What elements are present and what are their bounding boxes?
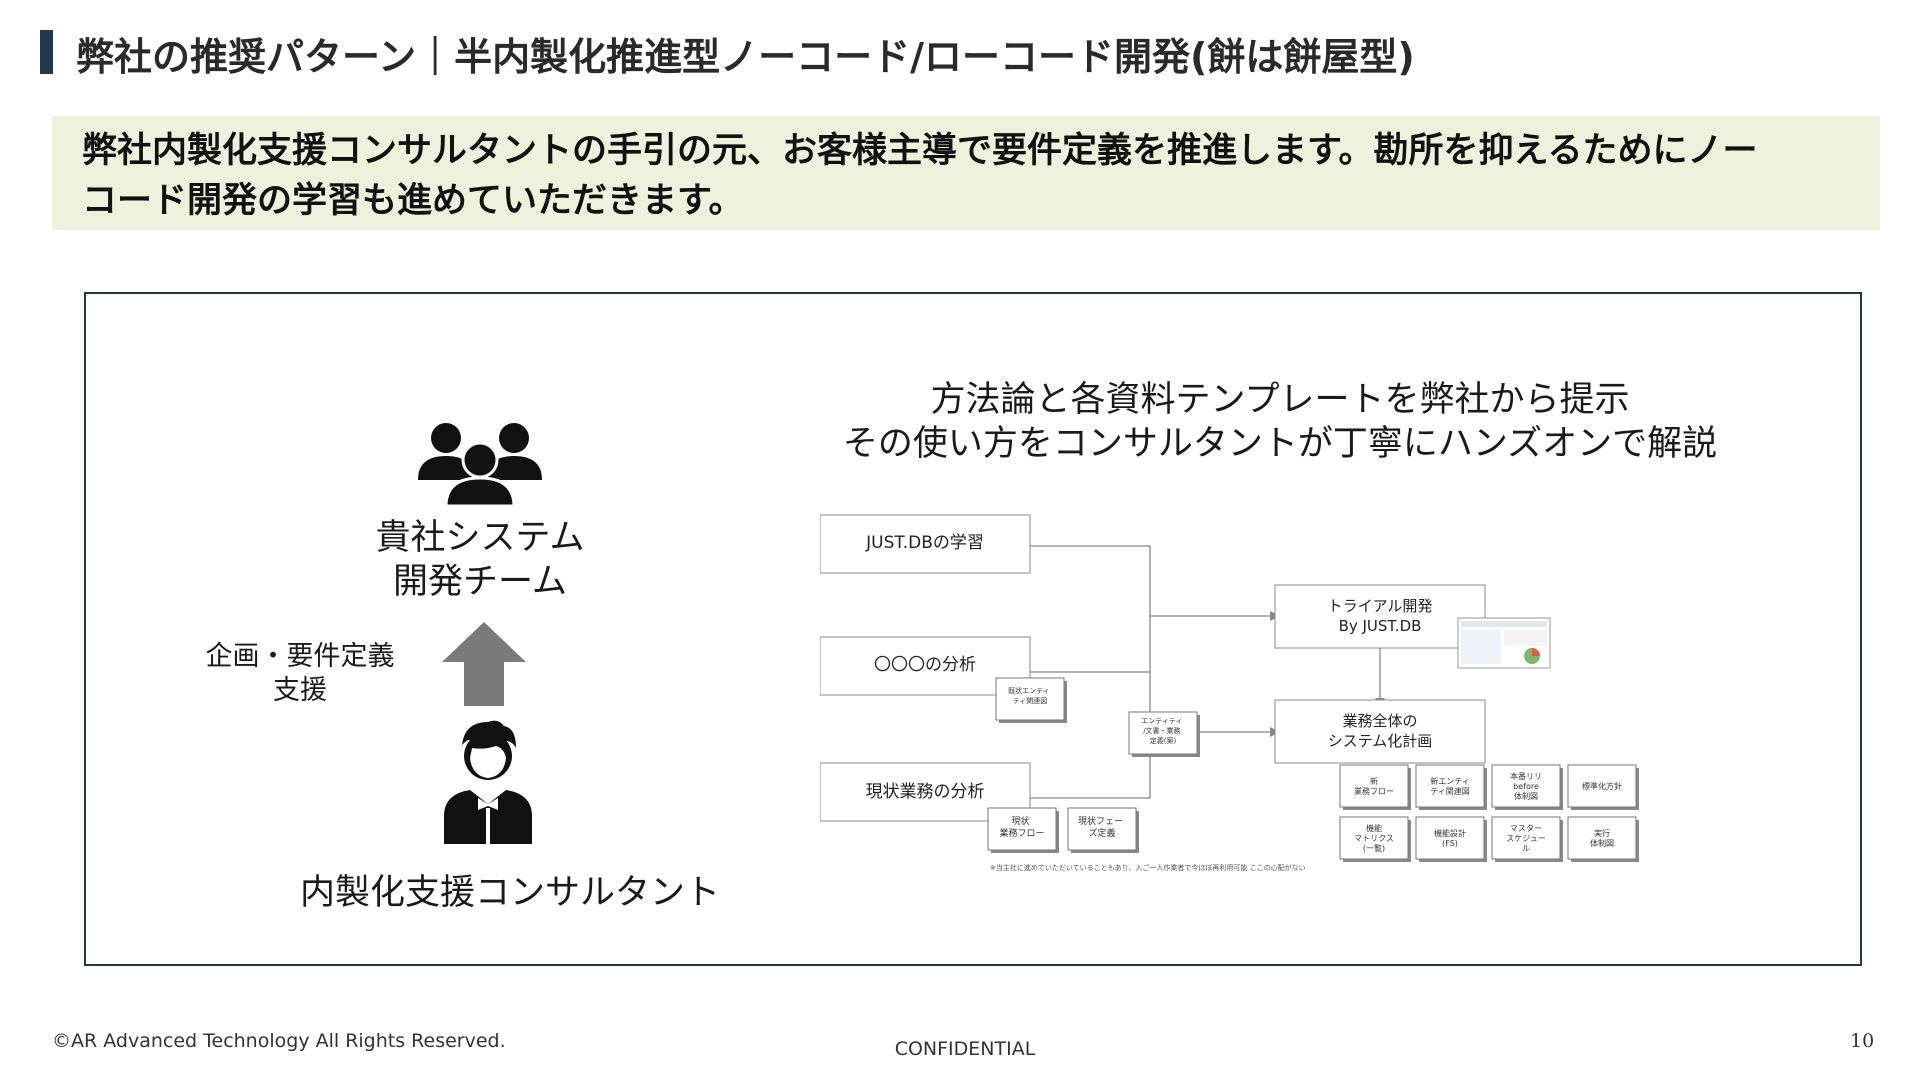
box-trial: トライアル開発 By JUST.DB [1274, 584, 1486, 649]
page-number: 10 [1850, 1030, 1875, 1052]
page-title: 弊社の推奨パターン｜半内製化推進型ノーコード/ローコード開発(餅は餅屋型) [76, 35, 1415, 79]
client-team-line-1: 貴社システム [375, 518, 585, 558]
doc-entity-line-1: 既状エンティ [1008, 686, 1050, 695]
doc-grid-card-paper [1491, 764, 1561, 808]
methodology-heading: 方法論と各資料テンプレートを弊社から提示 その使い方をコンサルタントが丁寧にハン… [820, 378, 1740, 466]
box-analysis: 〇〇〇の分析 [820, 636, 1031, 696]
doc-grid-card-text: before [1513, 782, 1539, 791]
doc-current-phase-line-2: ズ定義 [1088, 827, 1115, 839]
box-learning: JUST.DBの学習 [820, 514, 1031, 574]
box-learning-text: JUST.DBの学習 [865, 533, 984, 553]
doc-grid-card-paper [1339, 764, 1409, 808]
doc-grid-card-text: (一覧) [1363, 843, 1385, 853]
copyright-notice: ©AR Advanced Technology All Rights Reser… [52, 1030, 506, 1052]
methodology-heading-line-1: 方法論と各資料テンプレートを弊社から提示 [930, 380, 1630, 420]
process-diagram: JUST.DBの学習 〇〇〇の分析 現状業務の分析 トライアル開発 By JUS… [820, 514, 1639, 872]
lead-line-1: 弊社内製化支援コンサルタントの手引の元、お客様主導で要件定義を推進します。勘所を… [82, 131, 1758, 171]
content-frame [84, 292, 1862, 966]
methodology-heading-line-2: その使い方をコンサルタントが丁寧にハンズオンで解説 [842, 424, 1718, 464]
doc-grid-card: 機能設計(FS) [1415, 816, 1487, 862]
doc-current-flow-card: 現状 業務フロー [987, 807, 1059, 853]
svg-text:既状エンティ ティ関連図: 既状エンティ ティ関連図 [1008, 686, 1052, 705]
doc-entity-mid-line-3: 定義(案) [1150, 736, 1177, 745]
doc-grid-card-text: マトリクス [1354, 834, 1394, 843]
arrow-up-icon [442, 622, 526, 706]
doc-entity-mid-line-1: エンティティ [1141, 717, 1182, 725]
doc-grid-card-text: 新エンティ [1430, 776, 1470, 786]
doc-grid-card-text: 標準化方針 [1582, 781, 1622, 791]
svg-text:現状フェー ズ定義: 現状フェー ズ定義 [1078, 815, 1126, 839]
doc-grid-card-paper [1567, 764, 1637, 808]
title-accent-bar [40, 30, 53, 74]
doc-grid-card-text: ティ関連図 [1430, 786, 1470, 796]
doc-grid-card-paper [1339, 816, 1409, 860]
doc-entity-card: 既状エンティ ティ関連図 [995, 677, 1067, 723]
doc-grid-card-text: 機能 [1366, 823, 1382, 833]
lead-message: 弊社内製化支援コンサルタントの手引の元、お客様主導で要件定義を推進します。勘所を… [82, 126, 1872, 226]
doc-grid-card-paper [1415, 764, 1485, 808]
consultant-person-icon [444, 720, 532, 844]
doc-grid-card-text: 機能設計 [1434, 828, 1466, 838]
consultant-label: 内製化支援コンサルタント [299, 873, 720, 913]
doc-grid-card-text: 業務フロー [1354, 786, 1394, 796]
client-team-line-2: 開発チーム [393, 562, 567, 602]
box-trial-line-2: By JUST.DB [1339, 617, 1422, 635]
doc-grid-card-text: マスター [1510, 824, 1542, 833]
doc-grid-card: 標準化方針 [1567, 764, 1639, 810]
support-line-2: 支援 [273, 675, 327, 706]
doc-grid-card-text: 新 [1370, 776, 1378, 786]
doc-grid-card-paper [1567, 816, 1637, 860]
doc-grid-card-text: 本番リリ [1510, 771, 1542, 781]
doc-grid-card-text: (FS) [1442, 839, 1458, 848]
box-plan-line-2: システム化計画 [1328, 732, 1433, 750]
doc-grid-card-text: スケジュー [1506, 834, 1545, 843]
svg-text:現状 業務フロー: 現状 業務フロー [999, 815, 1044, 839]
doc-grid-card-paper [1491, 816, 1561, 860]
doc-grid-card-text: 実行 [1594, 828, 1610, 838]
trial-screenshot-thumbnail [1457, 617, 1551, 669]
box-trial-line-1: トライアル開発 [1328, 597, 1433, 615]
doc-grid: 新業務フロー新エンティティ関連図本番リリbefore体制図標準化方針機能マトリク… [1339, 764, 1639, 862]
doc-entity-line-2: ティ関連図 [1013, 696, 1048, 705]
doc-entity-mid-card: エンティティ /文書・業務 定義(案) [1128, 711, 1200, 757]
confidential-label: CONFIDENTIAL [894, 1038, 1036, 1060]
doc-current-flow-line-2: 業務フロー [999, 827, 1044, 839]
box-current-text: 現状業務の分析 [866, 782, 985, 802]
doc-grid-card-text: 体制図 [1590, 838, 1614, 848]
lead-message-box: 弊社内製化支援コンサルタントの手引の元、お客様主導で要件定義を推進します。勘所を… [52, 116, 1880, 230]
client-team-label: 貴社システム 開発チーム [330, 516, 630, 604]
doc-grid-card-text: ル [1522, 844, 1530, 853]
box-plan: 業務全体の システム化計画 [1274, 699, 1486, 764]
diagram-footnote: ※当主社に進めていただいていることもあり、入ご一人作業者で今ほぼ再利用可能 ここ… [990, 863, 1306, 872]
support-line-1: 企画・要件定義 [205, 641, 395, 672]
box-plan-line-1: 業務全体の [1342, 712, 1417, 730]
box-analysis-text: 〇〇〇の分析 [874, 655, 976, 675]
lead-line-2: コード開発の学習も進めていただきます。 [82, 181, 744, 221]
doc-current-phase-line-1: 現状フェー [1078, 815, 1123, 827]
doc-current-phase-card: 現状フェー ズ定義 [1067, 807, 1139, 853]
people-group-icon [418, 423, 542, 506]
doc-grid-card-paper [1415, 816, 1485, 860]
doc-grid-card-text: 体制図 [1514, 791, 1538, 801]
doc-entity-mid-line-2: /文書・業務 [1143, 726, 1180, 735]
doc-current-flow-line-1: 現状 [1012, 815, 1030, 827]
support-label: 企画・要件定義 支援 [180, 640, 420, 708]
svg-text:エンティティ /文書・業務 定義(案: エンティティ /文書・業務 定義(案) [1141, 717, 1184, 745]
